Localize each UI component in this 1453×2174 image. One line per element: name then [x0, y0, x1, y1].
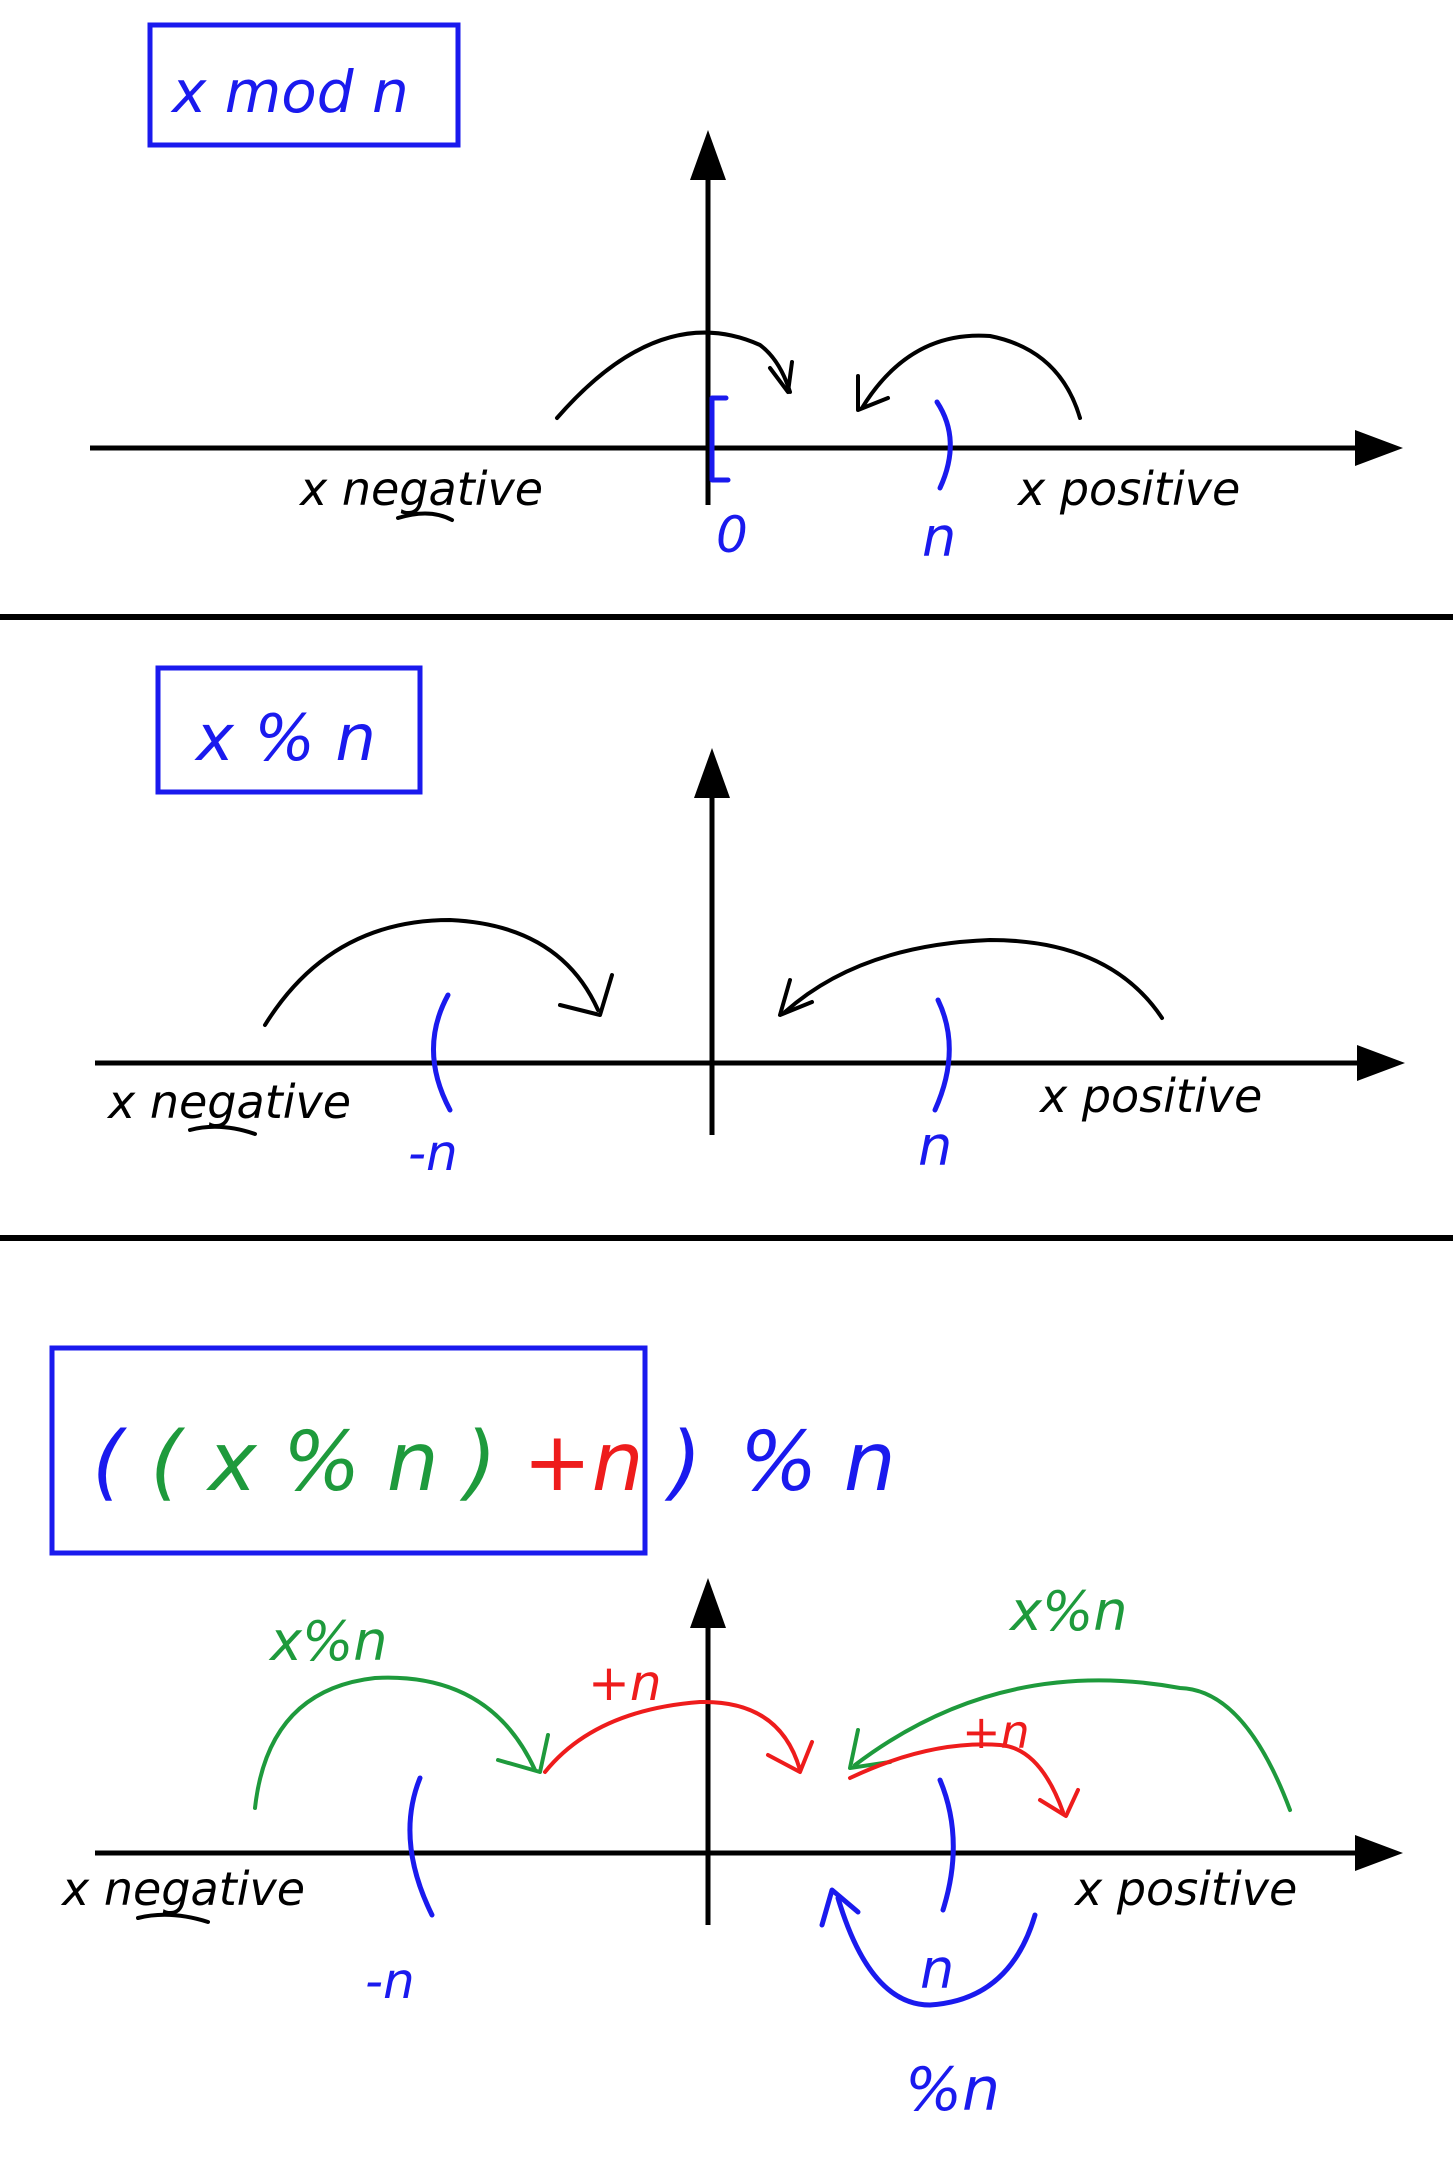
arc-arrow-left	[555, 330, 792, 420]
interval-close-paren	[932, 997, 952, 1113]
arc-green-right-head	[848, 1728, 892, 1770]
arc-blue-mod	[835, 1895, 1038, 2008]
arc-red-right-head	[1038, 1788, 1080, 1818]
label-blue-mod: %n	[905, 2055, 1000, 2125]
label-neg-n: -n	[365, 1952, 415, 2010]
title-x-percent-n: x % n	[194, 702, 376, 776]
title-x-mod-n: x mod n	[170, 58, 409, 126]
arc-arrow-right-head	[778, 978, 814, 1017]
label-n: n	[920, 1938, 954, 2001]
arc-red-left	[543, 1699, 802, 1774]
x-axis-arrowhead	[1355, 430, 1403, 466]
title-close-inner: )	[459, 1415, 497, 1510]
interval-close-paren	[937, 1777, 956, 1913]
label-x-positive: x positive	[1016, 462, 1240, 516]
panel-x-mod-n: x mod n 0 n x negative x positive	[90, 22, 1403, 569]
title-x: x	[205, 1415, 258, 1510]
label-left-red: +n	[588, 1654, 662, 1712]
arc-arrow-right-head	[856, 374, 890, 412]
interval-close-paren	[934, 399, 953, 491]
label-left-green: x%n	[268, 1610, 388, 1673]
label-x-positive: x positive	[1038, 1069, 1262, 1123]
arc-arrow-left-head	[558, 973, 614, 1017]
panel-x-percent-n: x % n -n n x negative x positive	[95, 665, 1405, 1182]
x-axis-arrowhead	[1357, 1045, 1405, 1081]
arc-red-left-head	[766, 1740, 814, 1774]
label-x-negative: x negative	[60, 1862, 305, 1916]
y-axis-arrowhead	[690, 130, 726, 180]
y-axis-arrowhead	[690, 1578, 726, 1628]
underline-negative	[396, 511, 454, 522]
arc-green-right	[853, 1678, 1292, 1812]
label-x-positive: x positive	[1073, 1862, 1297, 1916]
arc-arrow-right	[860, 333, 1082, 420]
panel-positive-modulo: ( ( x % n ) +n ) % n -n n x%n x%n +n +n	[49, 1345, 1403, 2125]
y-axis-arrowhead	[694, 748, 730, 798]
title-open-outer: (	[92, 1415, 127, 1510]
x-axis-arrowhead	[1355, 1835, 1403, 1871]
title-box	[155, 665, 423, 795]
title-close-outer: )	[664, 1415, 702, 1510]
arc-red-right	[848, 1742, 1065, 1814]
title-open-inner: (	[150, 1415, 185, 1510]
underline-negative	[188, 1124, 257, 1136]
label-zero: 0	[716, 506, 748, 564]
arc-green-left	[253, 1675, 537, 1810]
arc-blue-mod-head	[819, 1887, 861, 1928]
interval-open-paren	[407, 1775, 435, 1918]
title-formula: ( ( x % n ) +n ) % n	[92, 1415, 896, 1510]
interval-open-paren	[431, 992, 453, 1113]
label-x-negative: x negative	[298, 462, 543, 516]
label-n: n	[922, 506, 956, 569]
title-box	[147, 22, 461, 148]
interval-open-bracket	[709, 395, 731, 483]
title-pct-n: % n	[283, 1415, 439, 1510]
arc-arrow-left-head	[768, 360, 794, 394]
title-plus-n: +n	[523, 1415, 644, 1510]
arc-arrow-right	[783, 938, 1164, 1020]
underline-negative	[136, 1912, 210, 1924]
arc-green-left-head	[496, 1733, 550, 1774]
title-mod: % n	[740, 1415, 896, 1510]
label-neg-n: -n	[408, 1124, 458, 1182]
arc-arrow-left	[263, 918, 600, 1027]
label-right-green: x%n	[1008, 1580, 1128, 1643]
title-box	[49, 1345, 648, 1556]
label-x-negative: x negative	[106, 1075, 351, 1129]
label-n: n	[918, 1115, 952, 1178]
